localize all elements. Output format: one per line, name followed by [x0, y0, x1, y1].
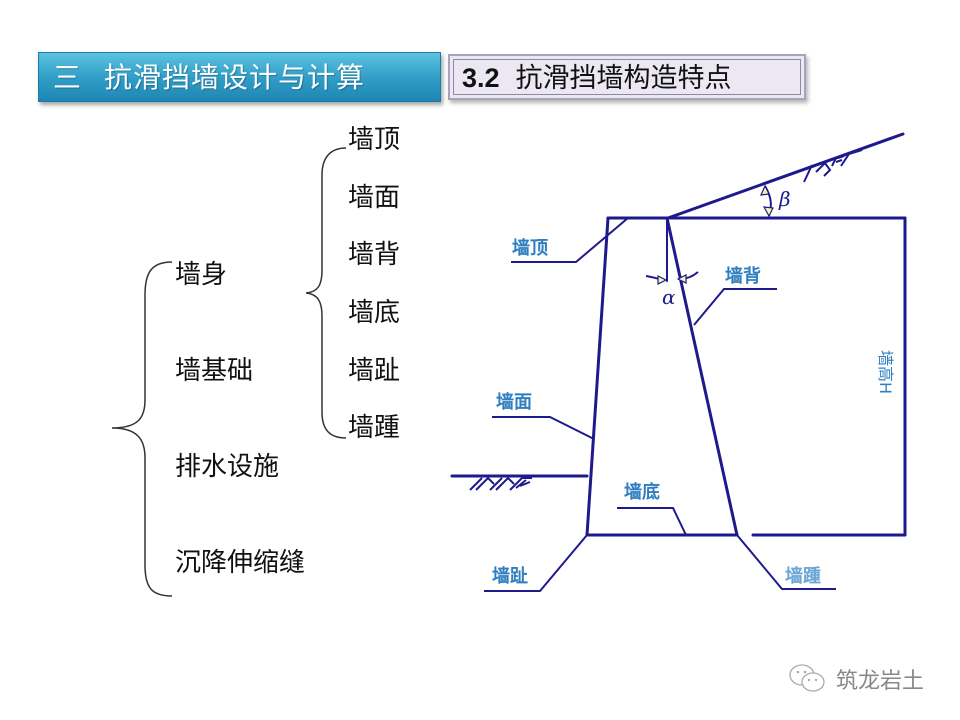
tree-subitem-back: 墙背 — [348, 240, 401, 270]
tree-item-wall-foundation: 墙基础 — [175, 356, 254, 386]
wall-face-line — [585, 216, 610, 537]
brace-level1 — [111, 261, 173, 597]
watermark: 筑龙岩土 — [788, 662, 924, 696]
tree-subitem-bottom: 墙底 — [348, 298, 401, 328]
section-title-bar: 三抗滑挡墙设计与计算 — [38, 52, 441, 102]
wechat-icon — [789, 664, 825, 692]
slope-ground-line — [666, 132, 905, 220]
label-back: 墙背 — [725, 265, 761, 287]
leader-face — [492, 416, 595, 440]
label-toe: 墙趾 — [492, 565, 528, 587]
leader-bottom — [617, 507, 687, 536]
label-height: 墙高H — [876, 350, 895, 394]
slope-hatching — [803, 149, 863, 183]
section-title: 抗滑挡墙设计与计算 — [104, 61, 366, 94]
tree-subitem-top: 墙顶 — [348, 125, 401, 155]
label-beta: β — [778, 187, 791, 211]
label-top: 墙顶 — [512, 237, 548, 259]
subsection-title: 抗滑挡墙构造特点 — [515, 63, 732, 94]
beta-angle-marker — [760, 184, 774, 218]
brace-level2 — [305, 147, 347, 439]
label-face: 墙面 — [496, 391, 532, 413]
tree-item-drainage: 排水设施 — [175, 452, 280, 482]
leader-top — [511, 217, 629, 263]
label-alpha: α — [662, 285, 676, 309]
tree-subitem-face: 墙面 — [348, 183, 401, 213]
section-number: 三 — [53, 61, 83, 94]
leader-toe — [484, 534, 588, 592]
label-bottom: 墙底 — [624, 481, 660, 503]
subsection-number: 3.2 — [462, 63, 500, 93]
tree-subitem-heel: 墙踵 — [348, 413, 401, 443]
alpha-angle-marker — [645, 271, 699, 285]
wall-back-line — [665, 216, 739, 537]
label-heel: 墙踵 — [785, 565, 821, 587]
subsection-title-bar: 3.2 抗滑挡墙构造特点 — [448, 54, 806, 100]
leader-heel — [736, 534, 836, 590]
watermark-text: 筑龙岩土 — [836, 669, 925, 694]
tree-item-joints: 沉降伸缩缝 — [175, 548, 306, 578]
tree-subitem-toe: 墙趾 — [348, 356, 401, 386]
tree-item-wall-body: 墙身 — [175, 260, 228, 290]
leader-back — [693, 288, 777, 326]
ground-hatching — [469, 476, 532, 491]
